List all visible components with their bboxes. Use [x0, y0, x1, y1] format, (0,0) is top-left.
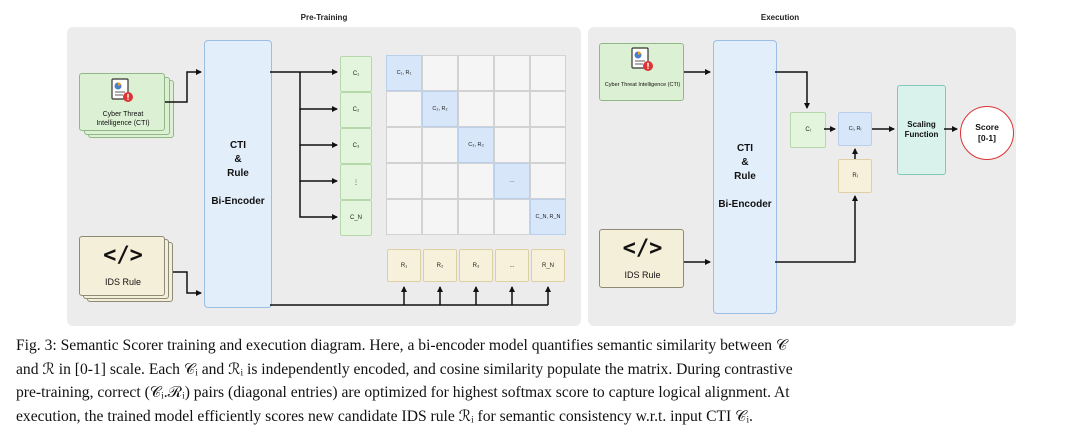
caption-line-2: and ℛ in [0-1] scale. Each 𝒞ᵢ and ℛᵢ is …	[16, 360, 793, 378]
similarity-matrix: C₁, R₁ C₂, R₂ C₃, R₃ ... C_N, R_N	[386, 55, 566, 235]
encoder-line-biencoder: Bi-Encoder	[718, 199, 772, 210]
matrix-cell-diag-1: C₁, R₁	[386, 55, 422, 91]
score-output: Score [0-1]	[960, 106, 1014, 160]
matrix-cell	[422, 163, 458, 199]
matrix-cell	[530, 127, 566, 163]
scaling-line1: Scaling	[907, 120, 936, 129]
c-embedding-2: C₂	[340, 92, 372, 128]
r-embedding-3: R₃	[459, 249, 493, 282]
encoder-line-amp: &	[741, 157, 749, 168]
bi-encoder-execution: CTI & Rule Bi-Encoder	[713, 40, 777, 314]
encoder-line-amp: &	[234, 154, 242, 165]
c-embedding-3: C₃	[340, 128, 372, 164]
matrix-cell	[458, 91, 494, 127]
execution-title: Execution	[760, 13, 800, 22]
code-icon: </>	[103, 243, 143, 268]
matrix-cell	[458, 163, 494, 199]
cti-card: Cyber Threat Intelligence (CTI)	[79, 73, 165, 131]
encoder-line-biencoder: Bi-Encoder	[211, 196, 265, 207]
matrix-cell	[386, 127, 422, 163]
r-embedding-n: R_N	[531, 249, 565, 282]
score-line2: [0-1]	[978, 133, 996, 143]
ri-embedding: Rᵢ	[838, 159, 872, 193]
cti-card-execution: Cyber Threat Intelligence (CTI)	[599, 43, 684, 101]
r-embedding-ellipsis: ...	[495, 249, 529, 282]
c-embedding-1: C₁	[340, 56, 372, 92]
ci-ri-pair: Cᵢ, Rᵢ	[838, 112, 872, 146]
encoder-line-cti: CTI	[229, 140, 247, 151]
code-icon: </>	[622, 236, 663, 261]
matrix-cell	[422, 55, 458, 91]
cti-document-icon	[631, 47, 653, 71]
matrix-cell	[494, 55, 530, 91]
scaling-line2: Function	[904, 130, 939, 139]
matrix-cell	[494, 199, 530, 235]
encoder-line-rule: Rule	[734, 171, 756, 182]
matrix-cell	[422, 127, 458, 163]
scaling-function: Scaling Function	[897, 85, 946, 175]
caption-line-1: Fig. 3: Semantic Scorer training and exe…	[16, 337, 788, 354]
ids-label-execution: IDS Rule	[624, 270, 661, 280]
caption-line-4: execution, the trained model efficiently…	[16, 407, 753, 425]
matrix-cell	[494, 127, 530, 163]
matrix-cell	[386, 91, 422, 127]
caption-line-3: pre-training, correct (𝒞ᵢ.ℛᵢ) pairs (dia…	[16, 384, 790, 401]
figure-caption: Fig. 3: Semantic Scorer training and exe…	[16, 334, 1066, 428]
matrix-cell	[458, 55, 494, 91]
matrix-cell-diag-4: ...	[494, 163, 530, 199]
matrix-cell	[386, 199, 422, 235]
ids-card-execution: </> IDS Rule	[599, 229, 684, 288]
encoder-line-cti: CTI	[736, 143, 754, 154]
score-line1: Score	[975, 122, 999, 132]
pretraining-title: Pre-Training	[300, 13, 348, 22]
matrix-cell	[494, 91, 530, 127]
cti-label: Cyber Threat Intelligence (CTI)	[96, 111, 150, 127]
matrix-cell	[530, 55, 566, 91]
matrix-cell	[422, 199, 458, 235]
cti-document-icon	[111, 78, 133, 102]
matrix-cell	[530, 91, 566, 127]
encoder-line-rule: Rule	[227, 168, 249, 179]
r-embedding-1: R₁	[387, 249, 421, 282]
matrix-cell-diag-3: C₃, R₃	[458, 127, 494, 163]
c-embedding-n: C_N	[340, 200, 372, 236]
bi-encoder-pretraining: CTI & Rule Bi-Encoder	[204, 40, 272, 308]
cti-label-execution: Cyber Threat Intelligence (CTI)	[604, 82, 681, 88]
ids-label: IDS Rule	[104, 277, 141, 287]
matrix-cell-diag-2: C₂, R₂	[422, 91, 458, 127]
matrix-cell	[530, 163, 566, 199]
c-embedding-ellipsis: ⋮	[340, 164, 372, 200]
ids-card: </> IDS Rule	[79, 236, 165, 296]
ci-embedding: Cᵢ	[790, 112, 826, 148]
matrix-cell	[458, 199, 494, 235]
r-embedding-2: R₂	[423, 249, 457, 282]
matrix-cell	[386, 163, 422, 199]
matrix-cell-diag-n: C_N, R_N	[530, 199, 566, 235]
